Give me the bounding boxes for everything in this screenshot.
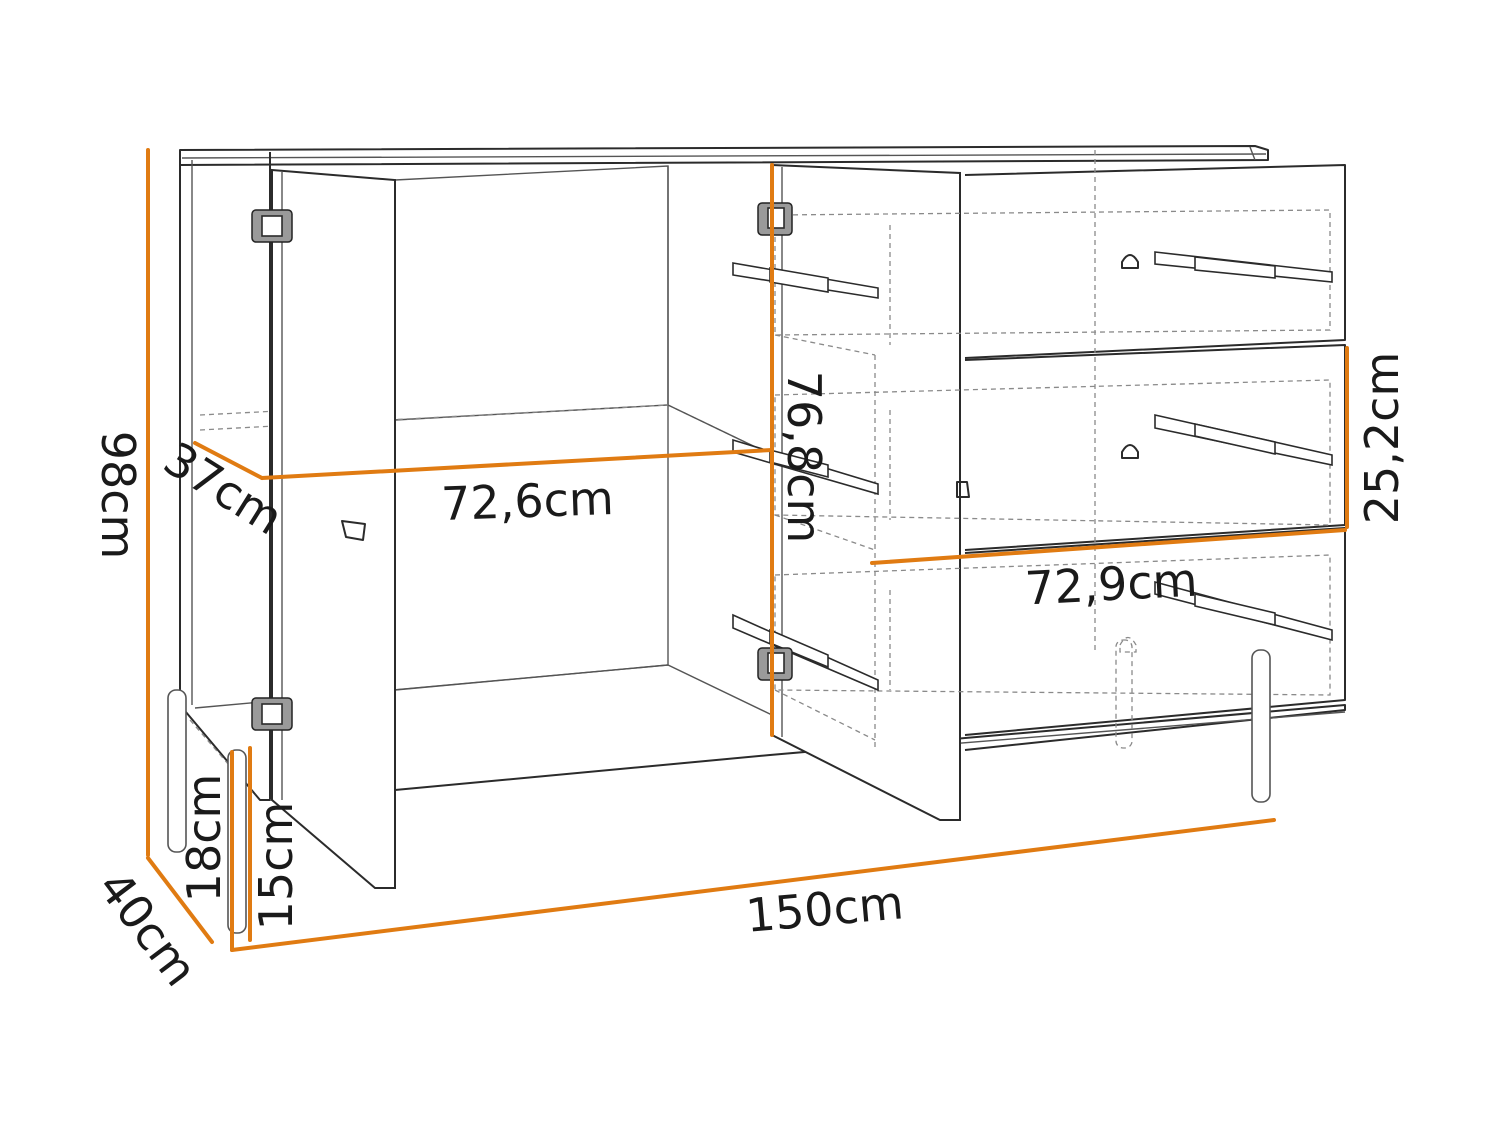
inner-depth-dimension-line bbox=[193, 441, 264, 480]
drawer-height-label: 25,2cm bbox=[1355, 352, 1409, 525]
width-label: 150cm bbox=[744, 875, 906, 943]
drawer-width-dimension-line bbox=[870, 528, 1347, 565]
compartment-width-label: 72,6cm bbox=[440, 471, 614, 531]
depth-dimension-line bbox=[146, 856, 214, 944]
handle-cutout-icon bbox=[1119, 636, 1137, 653]
clearance-label: 15cm bbox=[249, 802, 303, 931]
left-door bbox=[271, 168, 396, 889]
drawer-width-label: 72,9cm bbox=[1024, 553, 1199, 616]
handle-cutout-icon bbox=[956, 481, 970, 498]
drawer-slide-icon bbox=[732, 251, 1333, 692]
handle-cutout-icon bbox=[341, 520, 366, 541]
compartment-height-label: 76,8cm bbox=[777, 371, 831, 544]
handle-cutout-icon bbox=[1121, 444, 1139, 459]
width-dimension-line bbox=[230, 818, 1276, 952]
compartment-width-dimension-line bbox=[260, 448, 774, 480]
height-label: 98cm bbox=[91, 431, 145, 560]
dimension-lines bbox=[146, 148, 1349, 952]
drawer-stack bbox=[774, 150, 1346, 750]
leg-height-label: 18cm bbox=[177, 774, 231, 903]
hinge-icon bbox=[251, 202, 793, 731]
handle-cutout-icon bbox=[1121, 254, 1139, 269]
